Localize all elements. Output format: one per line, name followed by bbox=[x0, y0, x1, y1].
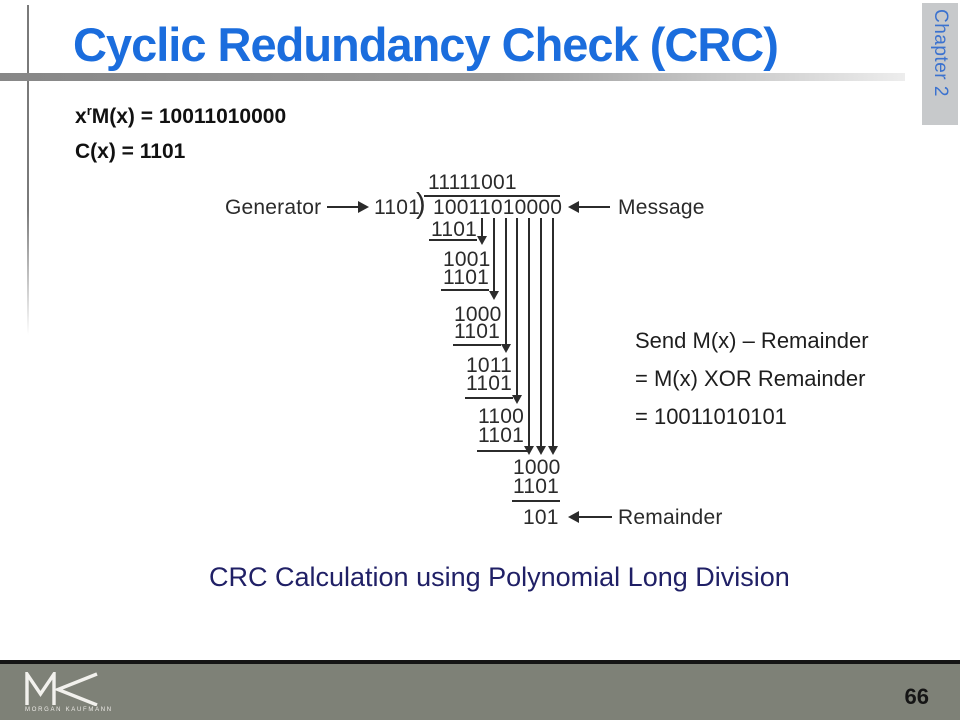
bring-down-line-6 bbox=[540, 218, 542, 446]
step2-subtrahend: 1101 bbox=[443, 266, 489, 289]
generator-label: Generator bbox=[225, 196, 322, 219]
morgan-kaufmann-logo-icon bbox=[25, 672, 98, 706]
quotient: 11111001 bbox=[428, 171, 517, 194]
figure-caption: CRC Calculation using Polynomial Long Di… bbox=[209, 562, 790, 592]
remainder-arrow-icon bbox=[568, 511, 579, 523]
divisor: 1101 bbox=[374, 196, 420, 219]
formula-cx: C(x) = 1101 bbox=[75, 140, 186, 163]
step3-underline bbox=[453, 344, 501, 346]
dividend-message: 10011010000 bbox=[433, 196, 563, 219]
bring-down-arrow-2 bbox=[489, 291, 499, 300]
send-note: Send M(x) – Remainder = M(x) XOR Remaind… bbox=[635, 328, 869, 442]
step1-underline bbox=[429, 239, 477, 241]
step5-subtrahend: 1101 bbox=[478, 424, 524, 447]
bring-down-arrow-4 bbox=[512, 395, 522, 404]
bring-down-line-7 bbox=[552, 218, 554, 446]
generator-arrow-icon bbox=[358, 201, 369, 213]
bring-down-arrow-7 bbox=[548, 446, 558, 455]
step5-minuend: 1100 bbox=[478, 405, 524, 428]
left-accent-line bbox=[27, 5, 29, 335]
bring-down-line-3 bbox=[505, 218, 507, 344]
slide-title: Cyclic Redundancy Check (CRC) bbox=[73, 18, 779, 71]
chapter-tab-label: Chapter 2 bbox=[930, 9, 951, 97]
step4-underline bbox=[465, 397, 513, 399]
division-overbar bbox=[424, 195, 560, 197]
bring-down-arrow-6 bbox=[536, 446, 546, 455]
step3-subtrahend: 1101 bbox=[454, 320, 500, 343]
step3-minuend: 1000 bbox=[454, 303, 502, 326]
step1-subtrahend: 1101 bbox=[431, 218, 477, 241]
division-bracket: ) bbox=[416, 188, 426, 220]
message-arrow-line bbox=[579, 206, 610, 208]
step4-subtrahend: 1101 bbox=[466, 372, 512, 395]
formula-mx-value: M(x) = 10011010000 bbox=[91, 105, 287, 128]
bring-down-arrow-5 bbox=[524, 446, 534, 455]
send-note-line3: = 10011010101 bbox=[635, 404, 787, 429]
send-note-line1: Send M(x) – Remainder bbox=[635, 328, 869, 353]
bring-down-arrow-3 bbox=[501, 344, 511, 353]
step6-minuend: 1000 bbox=[513, 456, 561, 479]
remainder-value: 101 bbox=[523, 506, 559, 529]
formula-x: x bbox=[75, 105, 87, 128]
morgan-kaufmann-wordmark: MORGAN KAUFMANN bbox=[25, 707, 113, 713]
bring-down-line-4 bbox=[516, 218, 518, 395]
formula-xr-mx: xrM(x) = 10011010000 bbox=[75, 103, 286, 129]
formula-exponent-r: r bbox=[86, 103, 92, 118]
page-number: 66 bbox=[904, 684, 929, 709]
send-note-line2: = M(x) XOR Remainder bbox=[635, 366, 866, 391]
step4-minuend: 1011 bbox=[466, 354, 512, 377]
step2-minuend: 1001 bbox=[443, 248, 491, 271]
step5-underline bbox=[477, 450, 530, 452]
step6-underline bbox=[512, 500, 560, 502]
bring-down-line-2 bbox=[493, 218, 495, 291]
footer-bar: MORGAN KAUFMANN 66 bbox=[0, 660, 960, 720]
step2-underline bbox=[441, 289, 489, 291]
title-underline-rule bbox=[0, 73, 905, 81]
step6-subtrahend: 1101 bbox=[513, 475, 559, 498]
remainder-arrow-line bbox=[579, 516, 612, 518]
bring-down-line-1 bbox=[481, 218, 483, 236]
generator-arrow-line bbox=[327, 206, 359, 208]
bring-down-line-5 bbox=[528, 218, 530, 446]
message-arrow-icon bbox=[568, 201, 579, 213]
message-label: Message bbox=[618, 196, 705, 219]
remainder-label: Remainder bbox=[618, 506, 723, 529]
bring-down-arrow-1 bbox=[477, 236, 487, 245]
chapter-tab: Chapter 2 bbox=[922, 3, 958, 125]
